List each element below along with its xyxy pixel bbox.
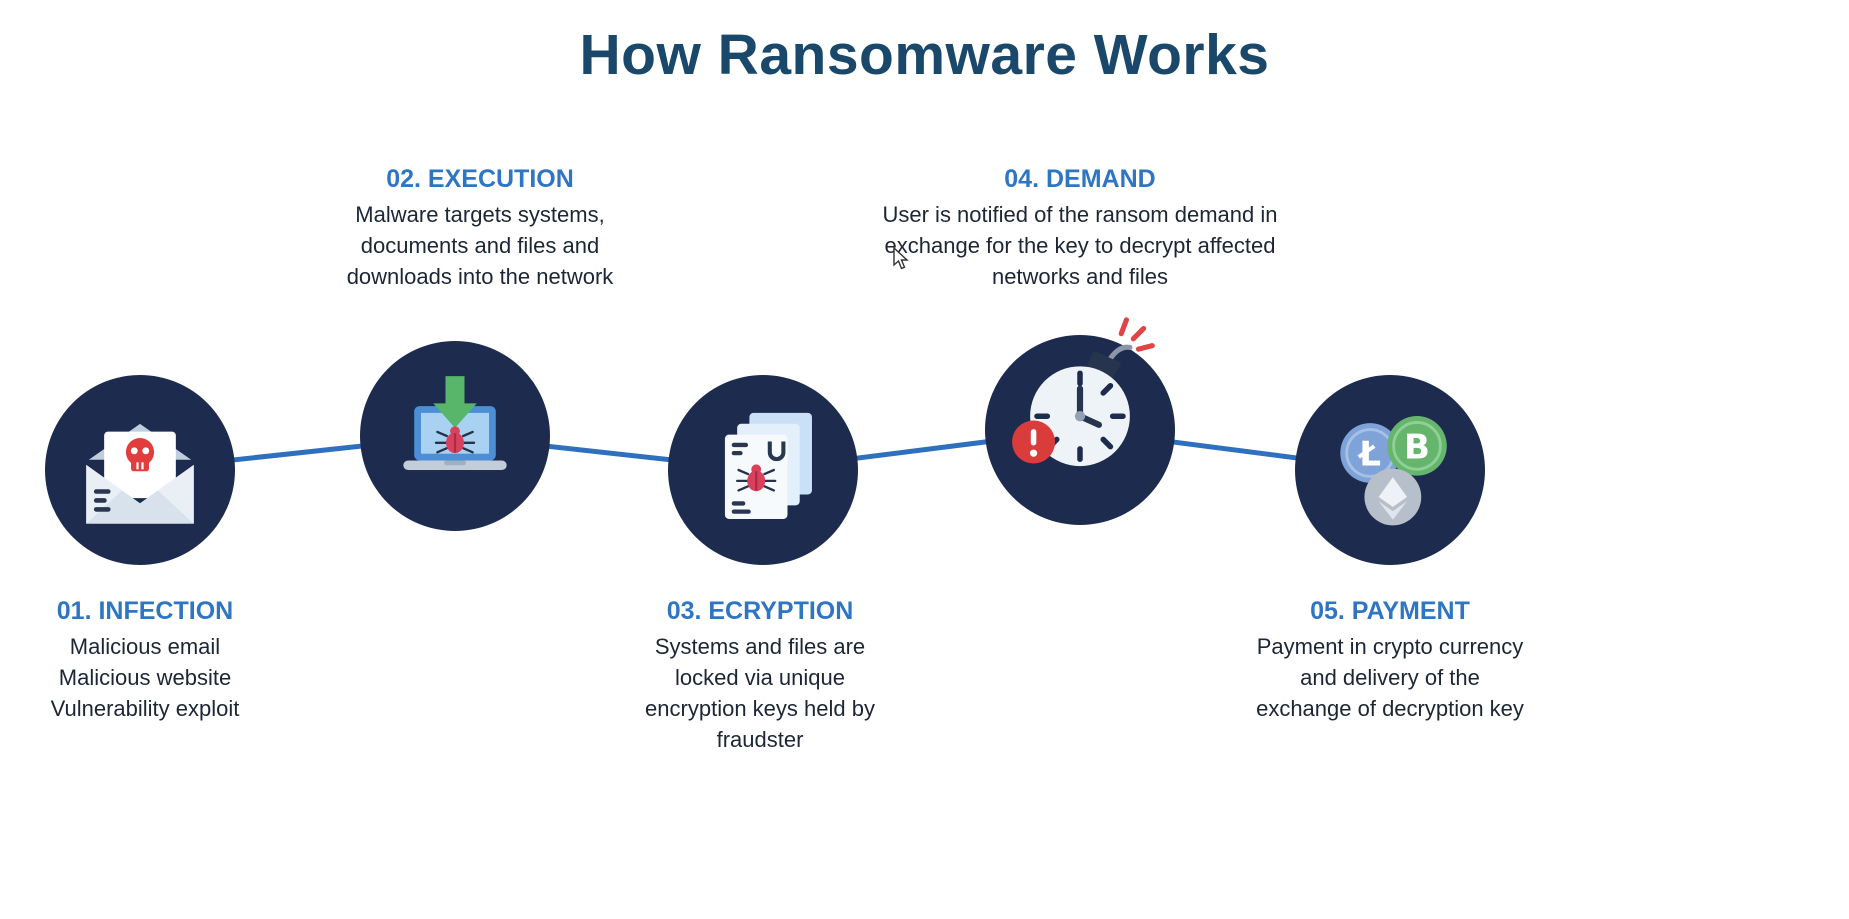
download-arrow-icon [433, 376, 477, 428]
encrypted-files-icon [724, 412, 812, 519]
litecoin-icon: Ł [1340, 423, 1400, 483]
step-2-heading: 02. EXECUTION [386, 165, 574, 193]
step-3-heading: 03. ECRYPTION [666, 597, 854, 625]
step-4-description: User is notified of the ransom demand in… [882, 202, 1278, 289]
svg-text:Ł: Ł [1357, 435, 1381, 475]
svg-text:B: B [1404, 428, 1430, 468]
step-4-heading: 04. DEMAND [1004, 165, 1156, 193]
step-5-description: Payment in crypto currency and delivery … [1256, 634, 1524, 721]
step-1-description: Malicious email Malicious website Vulner… [50, 634, 240, 721]
malware-download-laptop-icon [403, 376, 507, 470]
step-4-circle [985, 317, 1175, 525]
step-2-description: Malware targets systems, documents and f… [346, 202, 614, 289]
step-5-circle: Ł B [1295, 375, 1485, 565]
ethereum-icon [1364, 468, 1422, 526]
step-5-heading: 05. PAYMENT [1310, 597, 1470, 625]
crypto-coins-icon: Ł B [1340, 416, 1447, 526]
infected-email-icon [86, 423, 194, 524]
step-2-circle [360, 341, 550, 531]
bitcoin-icon: B [1387, 416, 1447, 476]
time-bomb-clock-icon [1012, 317, 1155, 467]
spark-icon [1118, 317, 1155, 352]
mouse-cursor [893, 247, 909, 270]
skull-icon [125, 438, 155, 472]
step-1-heading: 01. INFECTION [56, 597, 234, 625]
step-3-description: Systems and files are locked via unique … [645, 634, 875, 752]
bug-icon [434, 426, 476, 454]
step-3-circle [668, 375, 858, 565]
page-title: How Ransomware Works [579, 23, 1270, 87]
bug-icon [736, 464, 777, 492]
step-1-circle [45, 375, 235, 565]
alert-badge-icon [1012, 420, 1056, 464]
